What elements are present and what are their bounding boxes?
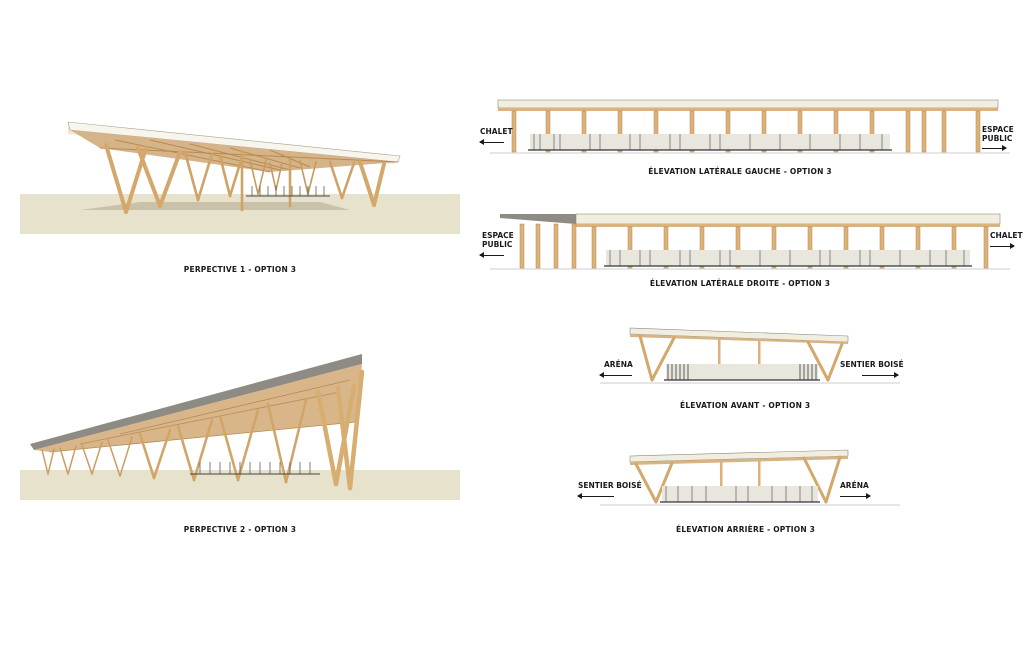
arrow-right-icon <box>862 372 899 378</box>
front-elevation-caption: ÉLEVATION AVANT - OPTION 3 <box>680 401 811 410</box>
arrow-left-icon <box>479 252 504 258</box>
arrow-right-icon <box>990 243 1015 249</box>
rear-elevation-drawing <box>600 449 900 506</box>
left-elev-label-public: PUBLIC <box>982 134 1013 143</box>
front-elev-label-arena: ARÉNA <box>604 360 633 369</box>
front-elev-label-sentier: SENTIER BOISÉ <box>840 360 904 369</box>
arrow-left-icon <box>577 493 614 499</box>
perspective-1-render <box>20 121 460 234</box>
right-elev-label-public: PUBLIC <box>482 240 513 249</box>
perspective-1-caption: PERPECTIVE 1 - OPTION 3 <box>183 265 297 274</box>
arrow-left-icon <box>599 372 632 378</box>
rear-elevation-caption: ÉLEVATION ARRIÈRE - OPTION 3 <box>676 525 816 534</box>
arrow-right-icon <box>982 145 1007 151</box>
left-side-elevation-drawing <box>490 99 1010 154</box>
left-elev-label-espace: ESPACE <box>982 125 1014 134</box>
perspective-2-caption: PERPECTIVE 2 - OPTION 3 <box>183 525 297 534</box>
front-elevation-drawing <box>600 327 900 384</box>
right-elev-label-chalet: CHALET <box>990 231 1023 240</box>
right-side-elevation-caption: ÉLEVATION LATÉRALE DROITE - OPTION 3 <box>649 279 831 288</box>
left-elev-label-chalet: CHALET <box>480 127 513 136</box>
arrow-right-icon <box>840 493 871 499</box>
arrow-left-icon <box>479 139 504 145</box>
right-side-elevation-drawing <box>490 213 1010 270</box>
rear-elev-label-sentier: SENTIER BOISÉ <box>578 481 642 490</box>
right-elev-label-espace: ESPACE <box>482 231 514 240</box>
left-side-elevation-caption: ÉLEVATION LATÉRALE GAUCHE - OPTION 3 <box>648 167 832 176</box>
perspective-2-render <box>20 354 460 500</box>
rear-elev-label-arena: ARÉNA <box>840 481 869 490</box>
